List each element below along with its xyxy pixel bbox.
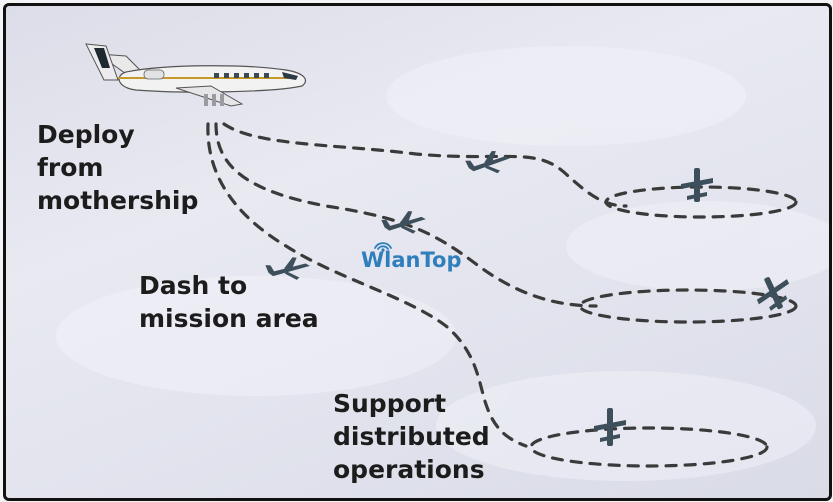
support-line-2: distributed: [333, 422, 490, 451]
loiter-orbit-icon: [529, 426, 769, 468]
flight-paths: [56, 43, 829, 481]
support-line-3: operations: [333, 455, 485, 484]
drone-icon: [681, 168, 713, 202]
path-lines: [206, 122, 798, 468]
drones: [265, 150, 790, 446]
dash-label: Dash to mission area: [139, 269, 319, 335]
drone-icon: [381, 211, 426, 234]
drone-icon: [594, 408, 626, 446]
loiter-orbit-icon: [604, 185, 798, 219]
wifi-icon: [374, 242, 392, 252]
deploy-line-2: from: [37, 153, 104, 182]
support-line-1: Support: [333, 389, 447, 418]
cloud-background: [56, 46, 829, 481]
middle-flight-path: [214, 122, 598, 308]
loiter-orbit-icon: [578, 288, 798, 324]
deploy-line-1: Deploy: [37, 120, 135, 149]
drone-icon: [265, 257, 310, 280]
dash-line-1: Dash to: [139, 271, 248, 300]
drone-icon: [756, 277, 790, 311]
dash-line-2: mission area: [139, 304, 319, 333]
watermark: WlanTop: [361, 248, 462, 272]
lower-flight-path: [206, 122, 528, 448]
deploy-line-3: mothership: [37, 186, 199, 215]
mothership-jet-icon: [85, 43, 307, 107]
diagram-frame: Deploy from mothership Dash to mission a…: [3, 3, 832, 501]
drone-icon: [465, 150, 510, 174]
deploy-label: Deploy from mothership: [37, 118, 198, 217]
support-label: Support distributed operations: [333, 387, 490, 486]
upper-flight-path: [222, 122, 628, 208]
